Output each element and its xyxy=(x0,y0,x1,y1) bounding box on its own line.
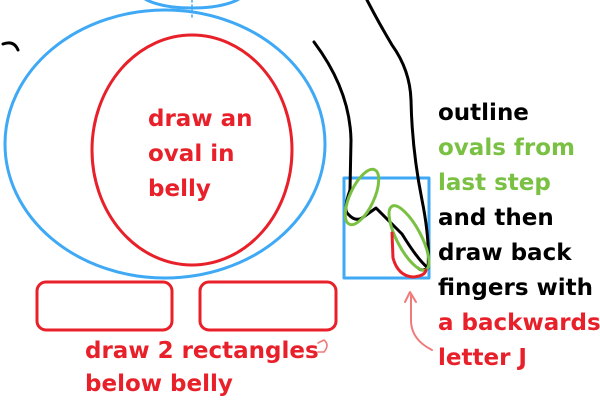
paw-guide-box xyxy=(342,176,431,280)
pointer-arrow xyxy=(404,291,433,351)
back-finger-j-stroke xyxy=(390,231,428,279)
left-foot-rectangle xyxy=(35,280,174,332)
instruction-line-6: fingers with xyxy=(438,275,593,301)
curl-arrow xyxy=(317,339,328,353)
ear-stroke xyxy=(1,41,20,52)
right-foot-rectangle xyxy=(198,280,338,332)
head-oval-guide xyxy=(144,0,240,10)
belly-oval xyxy=(90,33,294,267)
instruction-line-3: last step xyxy=(438,170,551,196)
body-oval-guide xyxy=(3,8,327,280)
rectangles-label-line-2: below belly xyxy=(85,371,233,397)
finger-oval-1 xyxy=(343,167,381,227)
instruction-line-7: a backwards xyxy=(438,310,600,336)
belly-label-line-1: draw an xyxy=(148,106,252,132)
instruction-line-1: outline xyxy=(438,100,529,126)
belly-label-line-2: oval in xyxy=(148,141,234,167)
instruction-line-4: and then xyxy=(438,205,554,231)
arm-outline-front xyxy=(312,40,430,270)
instruction-line-5: draw back xyxy=(438,240,572,266)
instruction-line-8: letter J xyxy=(438,345,527,371)
instruction-line-2: ovals from xyxy=(438,135,575,161)
belly-label-line-3: belly xyxy=(148,176,211,202)
rectangles-label-line-1: draw 2 rectangles xyxy=(85,338,319,364)
